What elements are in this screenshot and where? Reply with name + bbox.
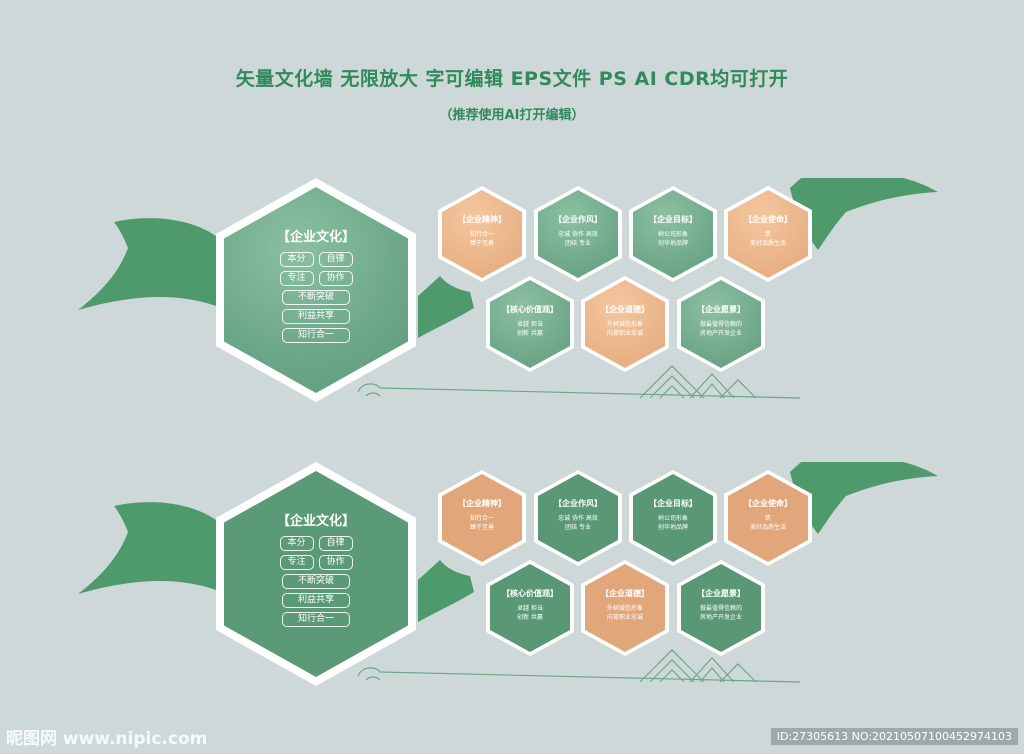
card-line: 内育职业忠诚 [606,330,643,337]
cloud-line [357,667,801,683]
card-line: 树公司形象 [657,231,688,238]
card-title: 【企业目标】 [649,499,697,508]
card-line: 创新 共赢 [517,330,543,337]
mountain-lines [639,649,757,683]
value-card: 【企业目标】树公司形象创华地品牌 [629,470,717,566]
card-line: 做最值得信赖的 [699,321,742,328]
culture-wall-flat: 【企业文化】 本分 自律 专注 协作 不断突破 利益共享 知行合一 【企业精神】… [0,462,1024,752]
card-line: 创华地品牌 [657,524,688,531]
card-line: 外树诚信形象 [606,321,643,328]
value-pill: 知行合一 [282,328,350,343]
value-card: 【企业作风】忠诚 协作 高效团结 专业 [534,470,622,566]
value-card: 【企业愿景】做最值得信赖的房地产开发企业 [677,276,765,372]
value-pill: 利益共享 [282,309,350,324]
culture-hexagon: 【企业文化】 本分 自律 专注 协作 不断突破 利益共享 知行合一 [216,462,416,686]
card-title: 【企业作风】 [554,499,602,508]
image-id-watermark: ID:27305613 NO:20210507100452974103 [770,728,1018,745]
value-pill: 不断突破 [282,290,350,305]
decor-shapes [78,178,938,399]
value-pill: 自律 [318,536,353,551]
center-ribbon [418,560,474,622]
value-card: 【企业目标】树公司形象创华地品牌 [629,186,717,282]
card-title: 【企业道德】 [601,589,649,598]
culture-title: 【企业文化】 [276,230,355,245]
card-line: 做最值得信赖的 [699,605,742,612]
page-title: 矢量文化墙 无限放大 字可编辑 EPS文件 PS AI CDR均可打开 [235,68,789,90]
value-pill: 本分 [279,536,314,551]
card-line: 忠诚 协作 高效 [558,515,598,522]
card-line: 房地产开发企业 [699,614,742,621]
card-line: 树公司形象 [657,515,688,522]
card-line: 知行合一 [469,515,494,522]
value-card: 【企业使命】筑美好品质生活 [724,470,812,566]
cloud-line [357,383,801,399]
right-wing [790,178,938,250]
value-pill: 协作 [318,555,353,570]
card-line: 忠诚 协作 高效 [558,231,598,238]
card-line: 外树诚信形象 [606,605,643,612]
card-line: 创新 共赢 [517,614,543,621]
value-pill: 利益共享 [282,593,350,608]
value-card: 【企业精神】知行合一臻于至善 [438,186,526,282]
card-line: 知行合一 [469,231,494,238]
culture-hexagon: 【企业文化】 本分 自律 专注 协作 不断突破 利益共享 知行合一 [216,178,416,402]
left-leaf [78,218,216,310]
left-leaf [78,502,216,594]
mountain-lines [639,365,757,399]
decor-shapes [78,462,938,683]
value-card: 【核心价值观】卓越 担当创新 共赢 [486,276,574,372]
value-card: 【核心价值观】卓越 担当创新 共赢 [486,560,574,656]
page-subtitle: （推荐使用AI打开编辑） [439,108,585,123]
value-pill: 协作 [318,271,353,286]
card-title: 【企业精神】 [458,215,506,224]
card-line: 创华地品牌 [657,240,688,247]
center-ribbon [418,276,474,338]
card-line: 筑 [764,231,771,238]
card-line: 臻于至善 [469,240,494,247]
card-title: 【企业道德】 [601,305,649,314]
card-line: 卓越 担当 [517,321,543,328]
card-title: 【企业愿景】 [697,589,745,598]
card-line: 臻于至善 [469,524,494,531]
card-title: 【企业使命】 [744,215,792,224]
card-line: 团结 专业 [565,524,591,531]
value-pill: 本分 [279,252,314,267]
card-title: 【企业精神】 [458,499,506,508]
card-line: 内育职业忠诚 [606,614,643,621]
culture-title: 【企业文化】 [276,514,355,529]
card-line: 美好品质生活 [749,240,786,247]
card-line: 卓越 担当 [517,605,543,612]
value-card: 【企业精神】知行合一臻于至善 [438,470,526,566]
value-pill: 专注 [279,555,314,570]
card-title: 【企业目标】 [649,215,697,224]
value-pill: 专注 [279,271,314,286]
card-line: 房地产开发企业 [699,330,742,337]
card-title: 【企业愿景】 [697,305,745,314]
nipic-watermark: 昵图网 www.nipic.com [6,729,208,749]
value-card: 【企业愿景】做最值得信赖的房地产开发企业 [677,560,765,656]
culture-wall-gradient: 【企业文化】 本分 自律 专注 协作 不断突破 利益共享 知行合一 【企业精神】… [0,178,1024,468]
card-line: 筑 [764,515,771,522]
value-pill: 知行合一 [282,612,350,627]
card-title: 【核心价值观】 [502,305,558,314]
card-title: 【核心价值观】 [502,589,558,598]
value-card: 【企业道德】外树诚信形象内育职业忠诚 [581,276,669,372]
card-title: 【企业作风】 [554,215,602,224]
value-pill: 不断突破 [282,574,350,589]
card-title: 【企业使命】 [744,499,792,508]
value-card: 【企业作风】忠诚 协作 高效团结 专业 [534,186,622,282]
value-card: 【企业使命】筑美好品质生活 [724,186,812,282]
value-pill: 自律 [318,252,353,267]
value-card: 【企业道德】外树诚信形象内育职业忠诚 [581,560,669,656]
card-line: 团结 专业 [565,240,591,247]
right-wing [790,462,938,534]
card-line: 美好品质生活 [749,524,786,531]
